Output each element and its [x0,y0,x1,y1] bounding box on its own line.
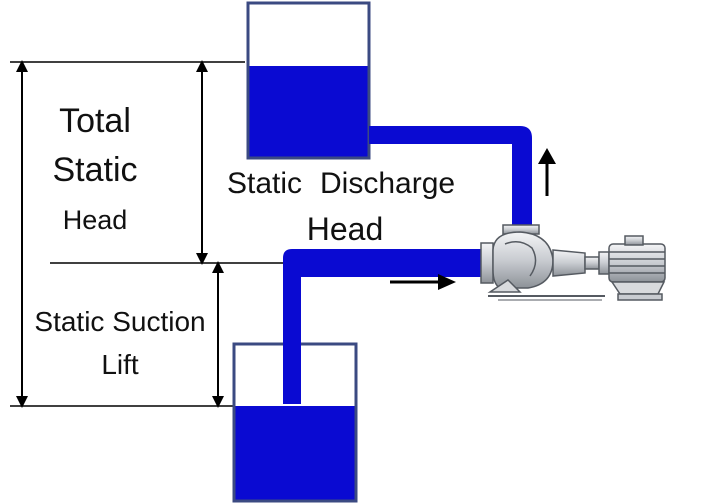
total-static-label-line2: Static [52,151,137,189]
arrow-up-icon [538,148,556,196]
discharge-tank-water [248,66,369,158]
discharge-pipe [369,126,532,228]
total-static-label-line3: Head [63,205,128,235]
suction-pipe [283,249,487,404]
static-suction-lift-label-line1: Static Suction [34,306,205,337]
static-discharge-label-word1: Static [227,167,302,200]
discharge-tank [246,1,371,160]
arrow-right-icon [390,274,456,290]
centrifugal-pump-icon [480,224,610,301]
total-static-label-line1: Total [59,102,131,140]
suction-tank [232,342,358,503]
static-discharge-label-word2: Discharge [320,167,455,200]
static-discharge-label-word3: Head [307,211,384,247]
suction-tank-water [234,406,356,501]
static-suction-lift-label-line2: Lift [101,349,139,380]
electric-motor-icon [608,235,666,301]
